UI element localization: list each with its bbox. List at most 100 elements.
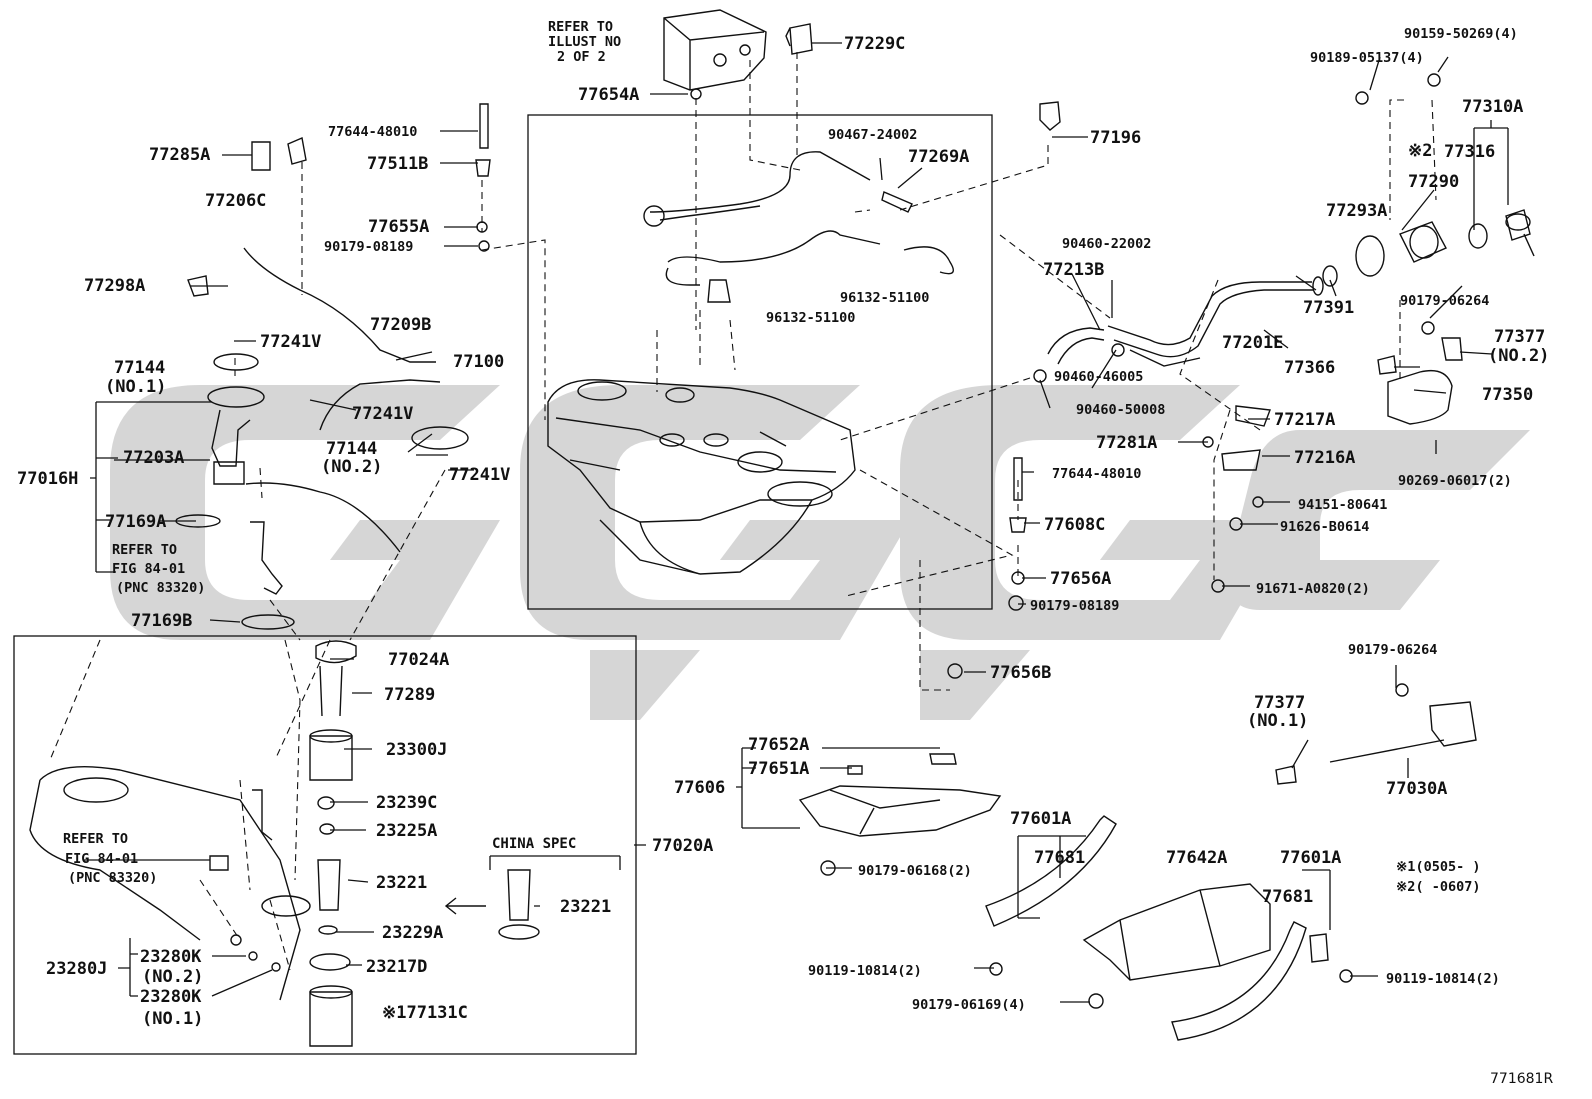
part-label-77269A[interactable]: 77269A: [908, 147, 970, 167]
part-label-77642A[interactable]: 77642A: [1166, 848, 1228, 868]
heat-insulator: [1082, 883, 1271, 981]
part-label-77608C[interactable]: 77608C: [1044, 515, 1106, 535]
part-label-23221-china[interactable]: 23221: [560, 897, 612, 917]
part-label-77656A[interactable]: 77656A: [1050, 569, 1112, 589]
part-label-90179-06168[interactable]: 90179-06168(2): [858, 863, 972, 879]
refer-note-line: (PNC 83320): [116, 580, 206, 596]
part-label-77601A[interactable]: 77601A: [1010, 809, 1072, 829]
part-label-77100[interactable]: 77100: [453, 352, 505, 372]
part-label-77377-no1[interactable]: 77377: [1254, 693, 1306, 713]
part-label-77201E[interactable]: 77201E: [1222, 333, 1284, 353]
qualifier-no2: (NO.2): [321, 457, 383, 477]
qualifier-no1: (NO.1): [105, 377, 167, 397]
part-label-91671-A0820[interactable]: 91671-A0820(2): [1256, 581, 1370, 597]
part-label-77209B[interactable]: 77209B: [370, 315, 432, 335]
part-label-90460-46005[interactable]: 90460-46005: [1054, 369, 1144, 385]
part-label-77203A[interactable]: 77203A: [123, 448, 185, 468]
part-label-91626-B0614[interactable]: 91626-B0614: [1280, 519, 1370, 535]
part-label-77601A[interactable]: 77601A: [1280, 848, 1342, 868]
part-label-77241V[interactable]: 77241V: [260, 332, 322, 352]
part-label-77656B[interactable]: 77656B: [990, 663, 1052, 683]
refer-note-line: REFER TO: [548, 19, 614, 35]
part-label-77020A[interactable]: 77020A: [652, 836, 714, 856]
part-label-77016H[interactable]: 77016H: [17, 469, 79, 489]
part-label-77654A[interactable]: 77654A: [578, 85, 640, 105]
part-label-77681[interactable]: 77681: [1034, 848, 1086, 868]
refer-note-line: FIG 84-01: [112, 561, 186, 577]
part-label-90179-08189[interactable]: 90179-08189: [324, 239, 414, 255]
part-label-77216A[interactable]: 77216A: [1294, 448, 1356, 468]
part-label-77391[interactable]: 77391: [1303, 298, 1355, 318]
part-label-77350[interactable]: 77350: [1482, 385, 1534, 405]
legend-mark-2: ※2: [1408, 141, 1433, 161]
qualifier-no2: (NO.2): [142, 967, 204, 987]
part-label-77241V[interactable]: 77241V: [352, 404, 414, 424]
qualifier-no1: (NO.1): [1247, 711, 1309, 731]
part-label-94151-80641[interactable]: 94151-80641: [1298, 497, 1388, 513]
part-label-90119-10814[interactable]: 90119-10814(2): [1386, 971, 1500, 987]
part-label-23221[interactable]: 23221: [376, 873, 428, 893]
part-label-77169A[interactable]: 77169A: [105, 512, 167, 532]
part-label-77310A[interactable]: 77310A: [1462, 97, 1524, 117]
part-label-77644-48010[interactable]: 77644-48010: [1052, 466, 1142, 482]
part-label-77285A[interactable]: 77285A: [149, 145, 211, 165]
part-label-77030A[interactable]: 77030A: [1386, 779, 1448, 799]
part-label-90460-22002[interactable]: 90460-22002: [1062, 236, 1152, 252]
refer-note-line: (PNC 83320): [68, 870, 158, 886]
part-label-77229C[interactable]: 77229C: [844, 34, 906, 54]
part-label-77281A[interactable]: 77281A: [1096, 433, 1158, 453]
part-label-77206C[interactable]: 77206C: [205, 191, 267, 211]
part-label-77241V[interactable]: 77241V: [449, 465, 511, 485]
part-label-90179-08189[interactable]: 90179-08189: [1030, 598, 1120, 614]
qualifier-no1: (NO.1): [142, 1009, 204, 1029]
part-label-77651A[interactable]: 77651A: [748, 759, 810, 779]
part-label-90460-50008[interactable]: 90460-50008: [1076, 402, 1166, 418]
part-label-90189-05137[interactable]: 90189-05137(4): [1310, 50, 1424, 66]
part-label-77290[interactable]: 77290: [1408, 172, 1460, 192]
part-label-77366[interactable]: 77366: [1284, 358, 1336, 378]
part-label-77511B[interactable]: 77511B: [367, 154, 429, 174]
part-label-23280J[interactable]: 23280J: [46, 959, 108, 979]
part-label-77217A[interactable]: 77217A: [1274, 410, 1336, 430]
part-label-23225A[interactable]: 23225A: [376, 821, 438, 841]
part-label-77644-48010[interactable]: 77644-48010: [328, 124, 418, 140]
part-label-77652A[interactable]: 77652A: [748, 735, 810, 755]
tank-under-cover: [798, 785, 1002, 837]
part-label-23280K-no1[interactable]: 23280K: [140, 987, 202, 1007]
part-label-77298A[interactable]: 77298A: [84, 276, 146, 296]
part-label-77681[interactable]: 77681: [1262, 887, 1314, 907]
part-label-23229A[interactable]: 23229A: [382, 923, 444, 943]
part-label-90179-06169[interactable]: 90179-06169(4): [912, 997, 1026, 1013]
part-label-77316[interactable]: 77316: [1444, 142, 1496, 162]
part-label-23217D[interactable]: 23217D: [366, 957, 428, 977]
part-label-77377-no2[interactable]: 77377: [1494, 327, 1546, 347]
part-label-23239C[interactable]: 23239C: [376, 793, 438, 813]
part-label-23300J[interactable]: 23300J: [386, 740, 448, 760]
filler-pipe: [1107, 281, 1314, 367]
drawing-code: 771681R: [1490, 1071, 1554, 1087]
part-label-77131C[interactable]: ※177131C: [382, 1003, 468, 1023]
part-label-77144-no1[interactable]: 77144: [114, 358, 166, 378]
part-label-90179-06264[interactable]: 90179-06264: [1400, 293, 1490, 309]
part-label-90467-24002[interactable]: 90467-24002: [828, 127, 918, 143]
qualifier-no2: (NO.2): [1488, 346, 1550, 366]
part-label-77144-no2[interactable]: 77144: [326, 439, 378, 459]
part-label-90269-06017[interactable]: 90269-06017(2): [1398, 473, 1512, 489]
part-label-77293A[interactable]: 77293A: [1326, 201, 1388, 221]
part-label-77606[interactable]: 77606: [674, 778, 726, 798]
part-label-77655A[interactable]: 77655A: [368, 217, 430, 237]
part-label-77024A[interactable]: 77024A: [388, 650, 450, 670]
part-label-90159-50269[interactable]: 90159-50269(4): [1404, 26, 1518, 42]
part-label-90179-06264[interactable]: 90179-06264: [1348, 642, 1438, 658]
part-label-96132-51100[interactable]: 96132-51100: [766, 310, 856, 326]
part-label-77169B[interactable]: 77169B: [131, 611, 193, 631]
refer-note-line: REFER TO: [63, 831, 129, 847]
part-label-77213B[interactable]: 77213B: [1043, 260, 1105, 280]
part-label-96132-51100[interactable]: 96132-51100: [840, 290, 930, 306]
part-label-90119-10814[interactable]: 90119-10814(2): [808, 963, 922, 979]
part-label-77196[interactable]: 77196: [1090, 128, 1142, 148]
part-label-23280K-no2[interactable]: 23280K: [140, 947, 202, 967]
legend-line-1: ※1(0505- ): [1396, 859, 1481, 875]
part-label-77289[interactable]: 77289: [384, 685, 436, 705]
